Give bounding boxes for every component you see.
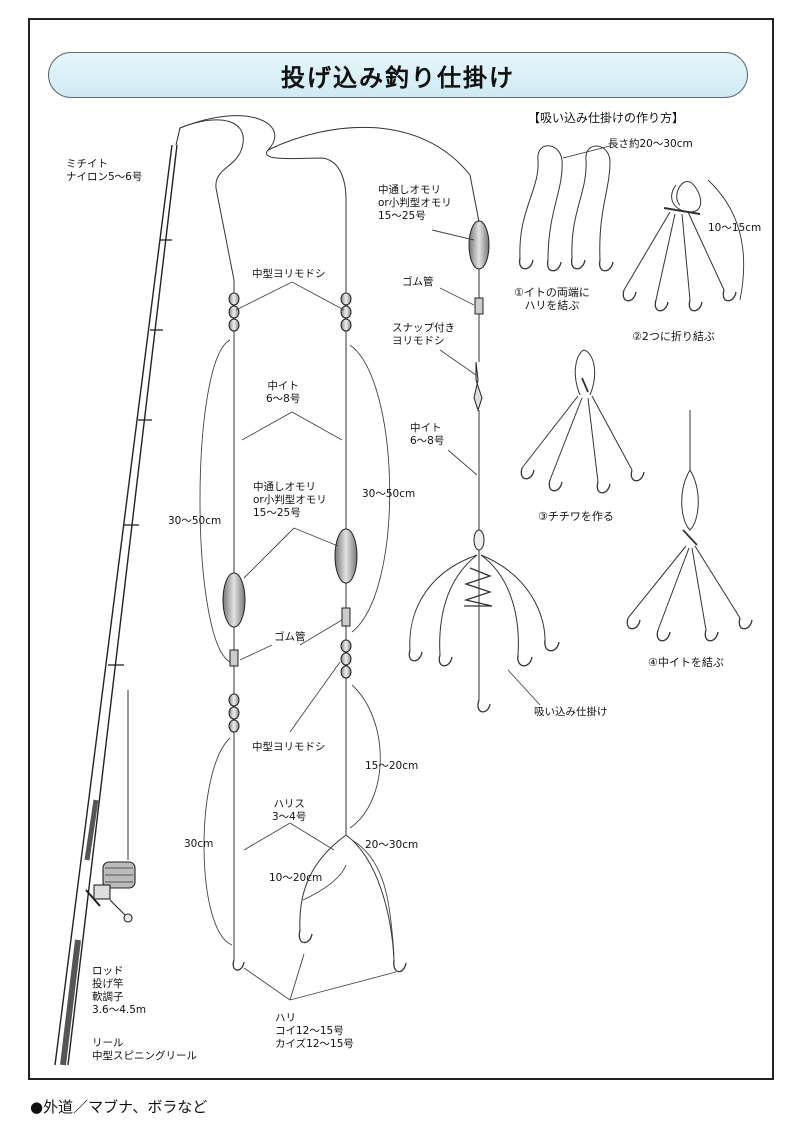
label-gomu-mid: ゴム管 [274, 631, 306, 643]
label-line: 中通しオモリ [253, 481, 316, 493]
label-yorimodoshi-bottom: 中型ヨリモドシ [252, 741, 326, 753]
label-yorimodoshi-top: 中型ヨリモドシ [252, 268, 326, 280]
leader-lines [199, 229, 541, 1001]
label-line: 中イト [410, 422, 442, 434]
label-snap: スナップ付き ヨリモドシ [392, 322, 455, 348]
label-length-10-15: 10～15cm [708, 222, 762, 234]
step3-figure [520, 349, 645, 494]
main-line [127, 115, 480, 860]
label-line: ミチイト [66, 158, 108, 170]
label-line: ハリス [273, 798, 305, 810]
label-nakaito-2: 中イト 6～8号 [410, 422, 444, 448]
label-line: カイズ12～15号 [275, 1038, 354, 1050]
step3-caption: ③チチワを作る [538, 510, 614, 523]
step1-figure [518, 145, 614, 272]
label-line: 15～25号 [253, 507, 301, 519]
label-line: ハリを結ぶ [524, 299, 580, 312]
label-length-30: 30cm [184, 838, 214, 850]
label-line: 6～8号 [266, 393, 301, 405]
label-line: ロッド [92, 965, 124, 977]
section-title: 【吸い込み仕掛けの作り方】 [528, 111, 685, 125]
label-line: or小判型オモリ [378, 197, 452, 209]
label-line: 中型スピニングリール [92, 1050, 197, 1062]
title-banner: 投げ込み釣り仕掛け [48, 52, 748, 98]
step4-figure [626, 410, 753, 642]
label-line: コイ12～15号 [275, 1025, 344, 1037]
label-gomu-right: ゴム管 [402, 276, 434, 288]
label-length-15-20: 15～20cm [365, 760, 419, 772]
label-line: スナップ付き [392, 322, 455, 334]
step2-figure [622, 179, 745, 312]
step2-caption: ②2つに折り結ぶ [632, 330, 715, 343]
label-reel: リール 中型スピニングリール [92, 1037, 197, 1063]
label-line: 6～8号 [410, 435, 445, 447]
label-omori-right: 中通しオモリ or小判型オモリ 15～25号 [378, 184, 452, 223]
label-rod: ロッド 投げ竿 軟調子 3.6～4.5m [92, 965, 146, 1017]
label-line: ナイロン5～6号 [66, 171, 143, 183]
label-line: リール [92, 1037, 124, 1049]
step1-caption: ①イトの両端に ハリを結ぶ [514, 286, 590, 312]
label-line: 投げ竿 [92, 978, 124, 990]
swivel-icon [228, 292, 352, 733]
label-nakaito-1: 中イト 6～8号 [266, 380, 300, 406]
outer-frame [28, 18, 774, 1080]
label-length-10-20: 10～20cm [269, 872, 323, 884]
label-line: 3.6～4.5m [92, 1004, 147, 1016]
label-line: ハリ [275, 1012, 296, 1024]
label-line: 3～4号 [272, 811, 307, 823]
label-line: 軟調子 [92, 991, 124, 1003]
label-line: 中通しオモリ [378, 184, 441, 196]
label-line: ①イトの両端に [514, 286, 590, 299]
label-line: 中イト [267, 380, 299, 392]
label-michiito: ミチイト ナイロン5～6号 [66, 158, 142, 184]
label-omori-mid: 中通しオモリ or小判型オモリ 15～25号 [253, 481, 327, 520]
step4-caption: ④中イトを結ぶ [648, 656, 724, 669]
footer-note: ●外道／マブナ、ボラなど [30, 1098, 208, 1116]
label-harisu: ハリス 3～4号 [272, 798, 306, 824]
page-title: 投げ込み釣り仕掛け [281, 63, 515, 92]
label-length-right: 30～50cm [362, 488, 416, 500]
label-hari: ハリ コイ12～15号 カイズ12～15号 [275, 1012, 354, 1051]
reel-icon [85, 861, 136, 923]
label-line: ヨリモドシ [392, 335, 445, 347]
label-length-left: 30～50cm [168, 515, 222, 527]
label-line: 15～25号 [378, 210, 426, 222]
middle-rig [298, 285, 407, 973]
right-rig [408, 269, 560, 713]
label-nagasa: 長さ約20～30cm [608, 138, 693, 150]
sinker-icon [222, 220, 490, 628]
label-suikomi: 吸い込み仕掛け [534, 706, 608, 718]
label-length-20-30: 20～30cm [365, 839, 419, 851]
label-line: or小判型オモリ [253, 494, 327, 506]
rod [54, 127, 181, 1066]
